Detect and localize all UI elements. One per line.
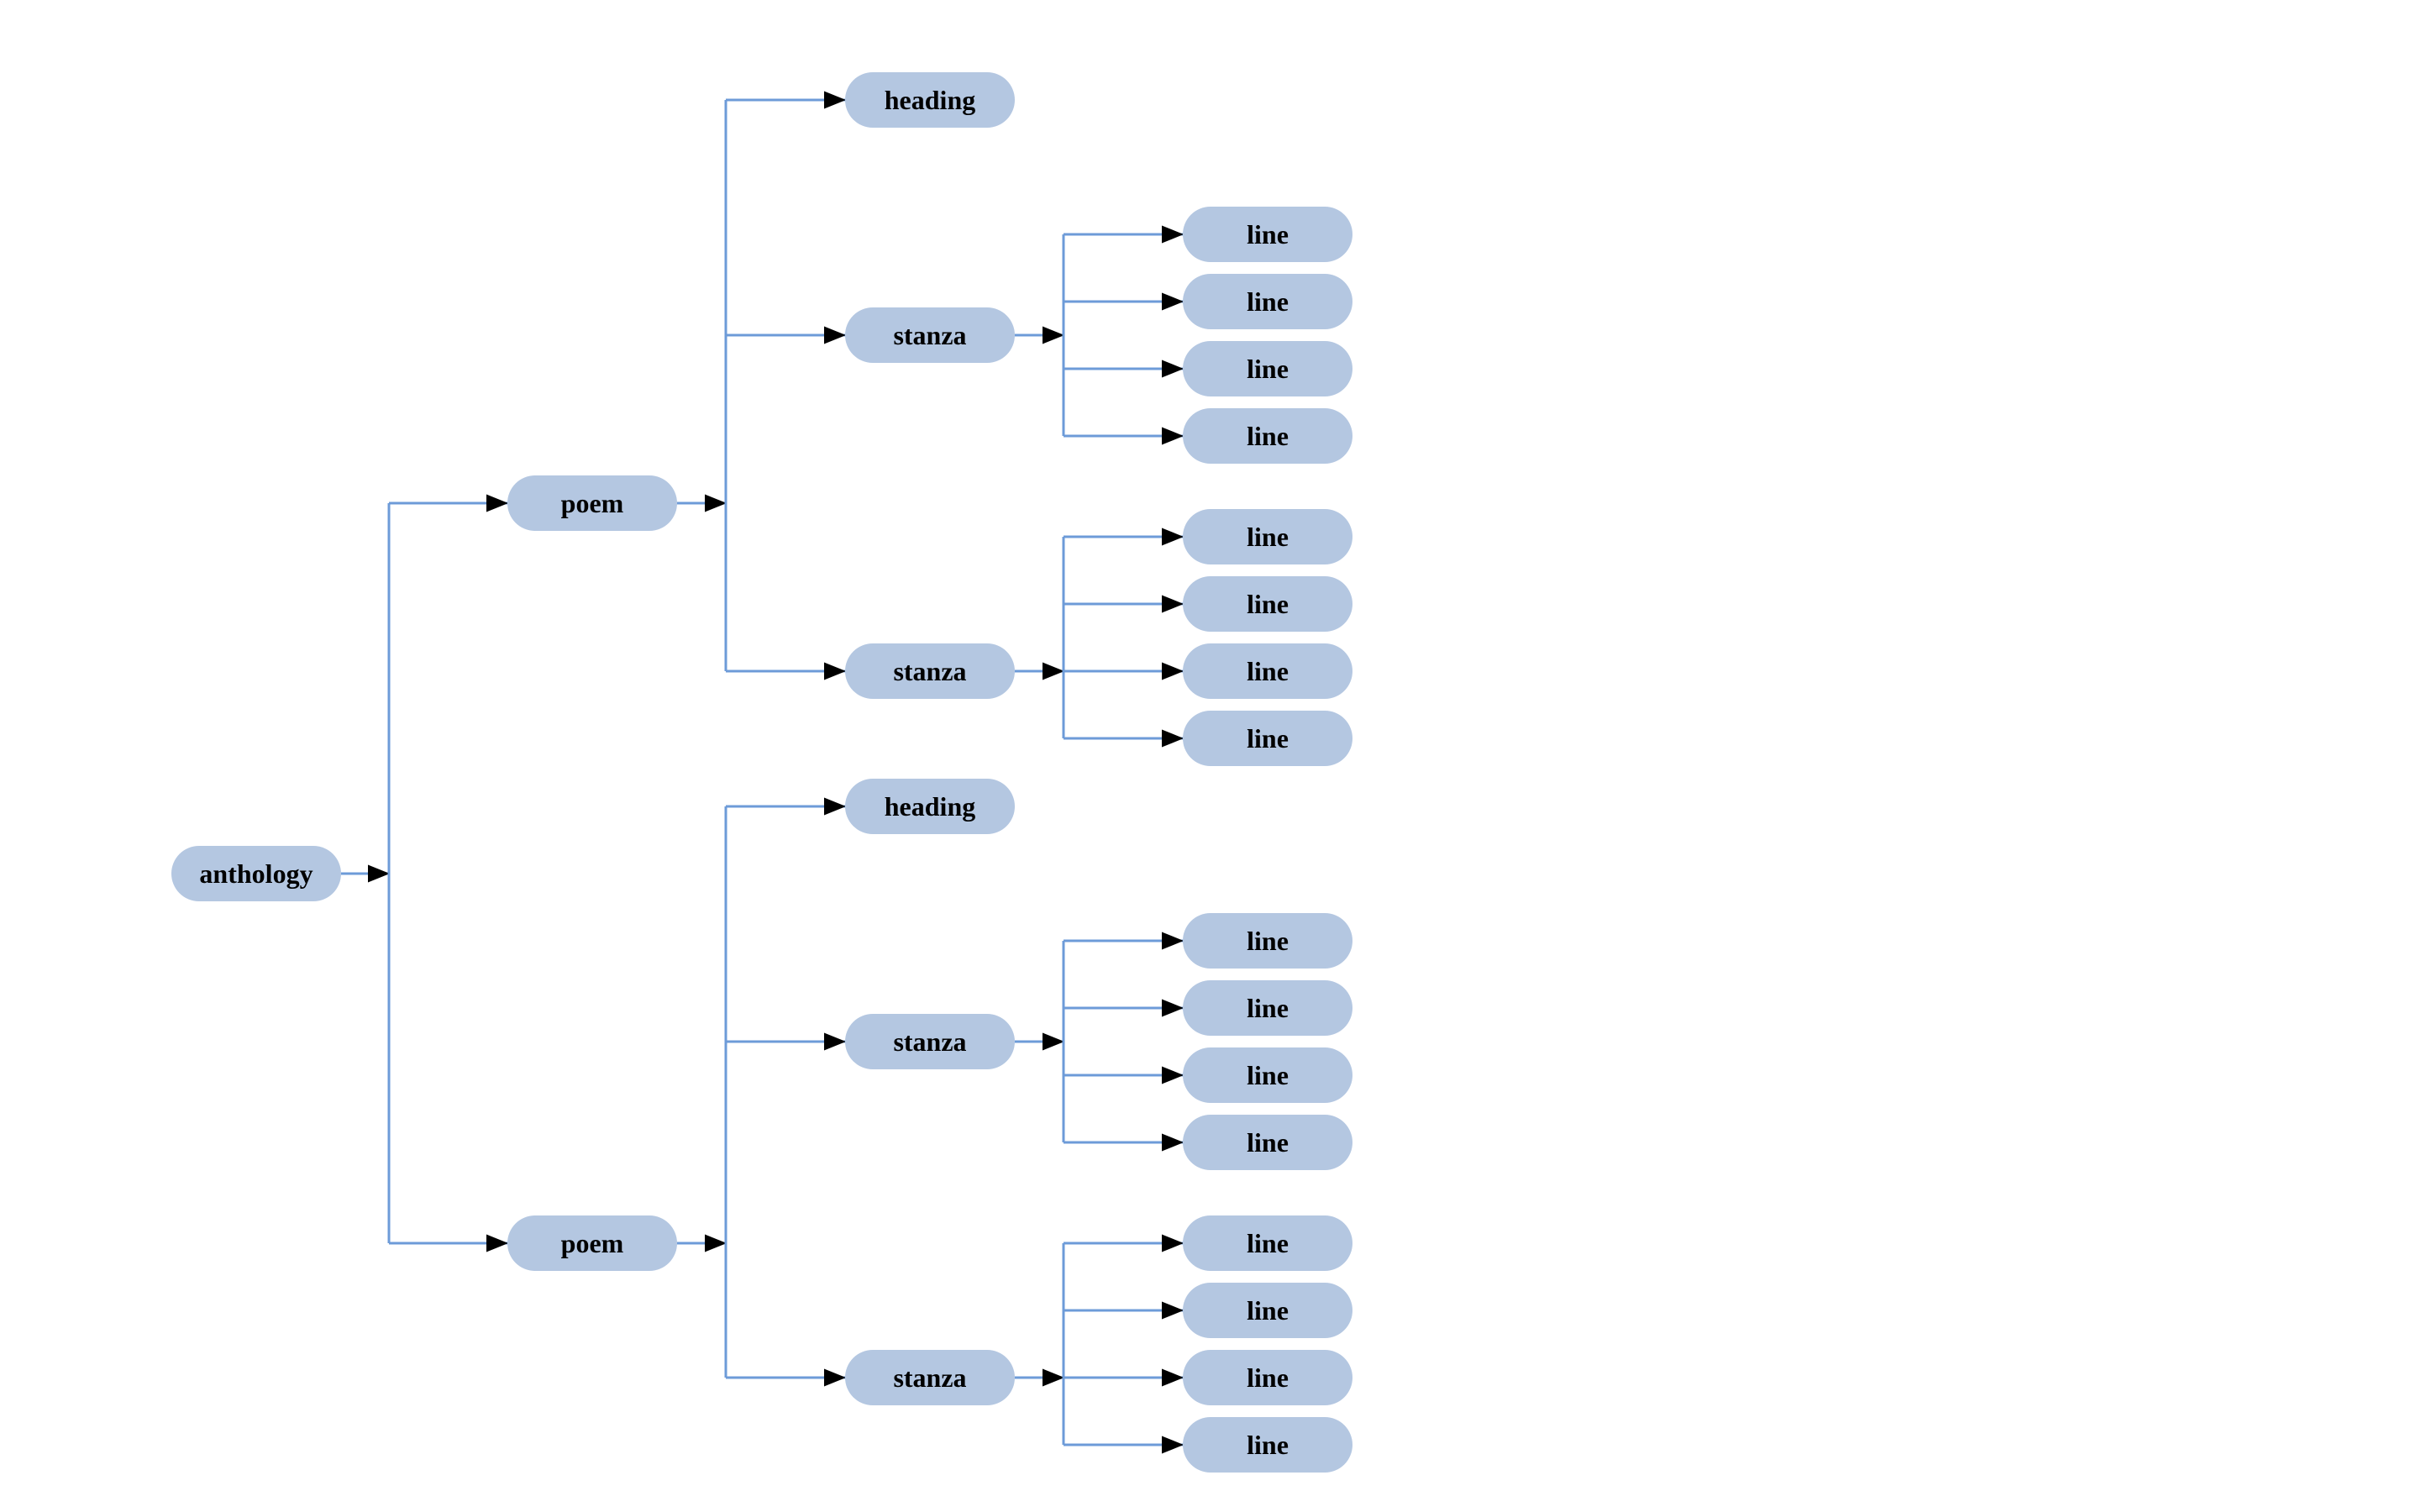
node-stanza-3: stanza <box>845 1014 1015 1069</box>
node-stanza-2: stanza <box>845 643 1015 699</box>
node-heading-1: heading <box>845 72 1015 128</box>
node-line-7: line <box>1183 643 1352 699</box>
node-line-5: line <box>1183 509 1352 564</box>
node-line-13: line <box>1183 1215 1352 1271</box>
node-anthology: anthology <box>171 846 341 901</box>
node-line-8: line <box>1183 711 1352 766</box>
node-stanza-4: stanza <box>845 1350 1015 1405</box>
node-poem-1: poem <box>507 475 677 531</box>
node-line-9: line <box>1183 913 1352 969</box>
node-line-16: line <box>1183 1417 1352 1473</box>
node-line-14: line <box>1183 1283 1352 1338</box>
node-line-1: line <box>1183 207 1352 262</box>
node-line-12: line <box>1183 1115 1352 1170</box>
node-line-6: line <box>1183 576 1352 632</box>
node-heading-2: heading <box>845 779 1015 834</box>
node-line-15: line <box>1183 1350 1352 1405</box>
node-line-4: line <box>1183 408 1352 464</box>
node-poem-2: poem <box>507 1215 677 1271</box>
node-line-11: line <box>1183 1047 1352 1103</box>
node-line-2: line <box>1183 274 1352 329</box>
node-line-3: line <box>1183 341 1352 396</box>
node-line-10: line <box>1183 980 1352 1036</box>
node-stanza-1: stanza <box>845 307 1015 363</box>
